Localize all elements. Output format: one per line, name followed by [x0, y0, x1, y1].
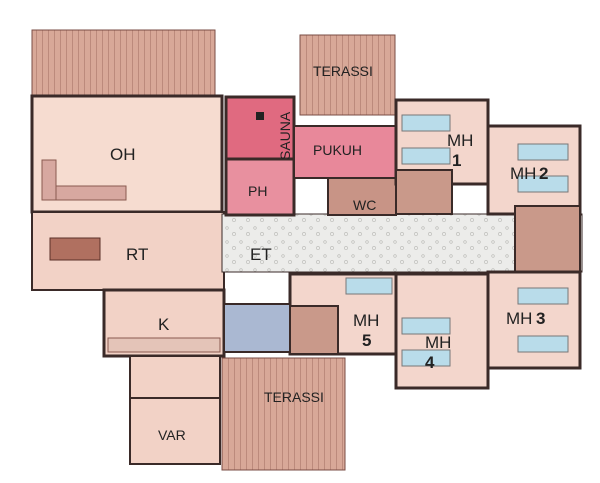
label-mh3-number: 3 — [536, 309, 545, 328]
bed — [517, 287, 569, 305]
kitchen-counter — [107, 337, 221, 353]
room-wc — [327, 177, 397, 216]
room-ph — [224, 157, 296, 217]
bath-mh1 — [395, 169, 453, 215]
label-ph: PH — [248, 183, 267, 199]
bed — [401, 349, 451, 367]
label-rt: RT — [126, 245, 148, 264]
bed — [517, 335, 569, 353]
bath-mh5 — [289, 305, 339, 355]
label-k: K — [158, 315, 170, 334]
label-mh1-number: 1 — [452, 151, 461, 170]
label-mh4: MH — [425, 333, 451, 352]
bed — [517, 175, 569, 193]
label-terrace-top: TERASSI — [313, 63, 373, 79]
label-terrace-bottom: TERASSI — [264, 389, 324, 405]
bed — [401, 317, 451, 335]
bed — [401, 114, 451, 132]
sofa — [55, 185, 127, 201]
label-var: VAR — [158, 427, 186, 443]
room-mh2 — [486, 124, 582, 216]
label-pukuh: PUKUH — [313, 142, 362, 158]
label-mh3: MH — [506, 309, 532, 328]
terrace-top — [299, 34, 396, 116]
bed — [401, 147, 451, 165]
bath-mh2-3 — [514, 205, 581, 279]
label-et: ET — [250, 245, 272, 264]
terrace-top-left — [31, 29, 216, 97]
room-var — [129, 397, 221, 465]
label-mh4-number: 4 — [425, 353, 435, 372]
bed — [345, 277, 393, 295]
label-sauna: SAUNA — [277, 111, 293, 160]
label-mh5-number: 5 — [362, 331, 371, 350]
sofa — [41, 159, 57, 201]
dining-table — [49, 237, 101, 261]
label-mh5: MH — [353, 311, 379, 330]
label-mh2-number: 2 — [539, 164, 548, 183]
label-wc: WC — [353, 197, 376, 213]
terrace-bottom — [221, 357, 346, 471]
label-oh: OH — [110, 145, 136, 164]
storage-room — [129, 355, 221, 399]
utility-room — [223, 303, 291, 353]
room-mh3 — [486, 270, 582, 370]
label-mh1: MH — [447, 131, 473, 150]
label-mh2: MH — [510, 164, 536, 183]
sauna-stove — [256, 112, 264, 120]
bed — [517, 143, 569, 161]
